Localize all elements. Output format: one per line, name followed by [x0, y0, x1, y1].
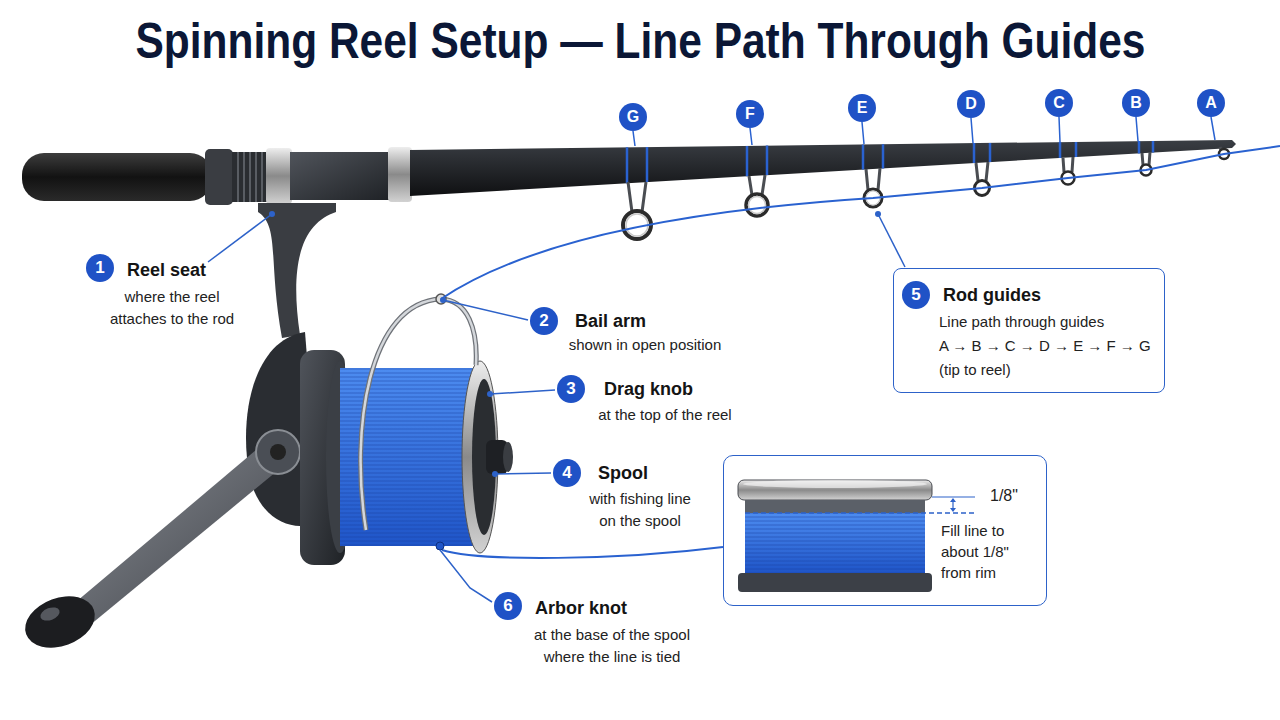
leader-line — [878, 214, 905, 267]
callout-number: 4 — [553, 459, 581, 487]
fill-dimension — [950, 498, 956, 512]
dimension-label: 1/8" — [990, 485, 1018, 507]
reel-body — [270, 444, 286, 460]
rod-handle — [232, 152, 268, 202]
drag-knob — [486, 440, 513, 474]
guide-letter: A — [1197, 89, 1225, 117]
fishing-line — [441, 146, 1280, 558]
callout-text: (tip to reel) — [939, 359, 1011, 381]
guide-stem — [633, 117, 1215, 146]
rod-handle — [388, 147, 412, 202]
inset-spool — [745, 513, 925, 573]
inset-spool — [745, 500, 925, 513]
inset-spool — [738, 480, 932, 592]
rod-handle — [290, 152, 390, 200]
arbor-knot — [436, 542, 444, 550]
arbor-knot — [436, 542, 444, 550]
part-name: Reel seat — [127, 259, 206, 281]
fill-dimension — [745, 512, 975, 514]
reel-body — [18, 587, 102, 657]
leader-line — [443, 300, 528, 320]
callout-number: 5 — [902, 281, 930, 309]
reel-body — [258, 203, 336, 338]
part-description: shown in open position — [545, 334, 745, 356]
inset-spool — [745, 513, 925, 573]
drag-knob — [503, 442, 513, 472]
rod-blank — [410, 140, 1236, 196]
part-description: where the reel attaches to the rod — [102, 286, 242, 330]
leader-line — [440, 550, 492, 602]
bail-arm — [361, 299, 477, 530]
fishing-line — [442, 547, 723, 558]
leader-line — [208, 214, 272, 262]
callout-number: 2 — [530, 307, 558, 335]
fill-dimension — [745, 497, 975, 513]
part-description: at the base of the spool where the line … — [523, 624, 701, 668]
rod-guide — [746, 194, 768, 216]
rod-handle — [205, 149, 233, 205]
rod-guide — [749, 197, 766, 214]
callout-box: 5 Rod guidesLine path through guidesA → B… — [893, 268, 1165, 393]
inset-spool — [743, 480, 927, 488]
callout-number: 3 — [557, 375, 585, 403]
part-description: at the top of the reel — [565, 404, 765, 426]
diagram-title: Spinning Reel Setup — Line Path Through … — [135, 10, 1145, 72]
part-name: Rod guides — [943, 284, 1041, 306]
inset-spool — [738, 480, 932, 500]
part-name: Bail arm — [575, 310, 646, 332]
callout-number: 1 — [86, 254, 114, 282]
rod-blank — [410, 140, 1236, 196]
guide-letter: F — [736, 100, 764, 128]
rod-handle — [22, 153, 212, 201]
title-bar: Spinning Reel Setup — Line Path Through … — [0, 10, 1280, 72]
leader-dot — [487, 391, 493, 397]
rod-handle — [266, 148, 292, 204]
rod-handle — [22, 147, 412, 205]
bail-arm — [361, 299, 477, 530]
callout-text: Line path through guides — [939, 311, 1104, 333]
rod-guide — [628, 147, 1221, 212]
guide-letter: E — [848, 94, 876, 122]
leader-dot — [269, 211, 881, 477]
rod-handle — [238, 152, 262, 202]
callout-number: 6 — [494, 592, 522, 620]
leader-line — [490, 390, 555, 394]
part-name: Spool — [598, 462, 648, 484]
part-name: Arbor knot — [535, 597, 627, 619]
reel-body — [64, 440, 288, 630]
reel-body — [18, 203, 345, 657]
leader-dot — [440, 297, 446, 303]
spool — [326, 361, 498, 553]
leader-dot — [269, 211, 275, 217]
part-name: Drag knob — [604, 378, 693, 400]
inset-spool — [738, 573, 932, 592]
leader-line — [495, 473, 551, 474]
fill-dimension — [932, 496, 975, 497]
reel-body — [39, 605, 62, 623]
guide-letter: D — [957, 90, 985, 118]
callout-text: A → B → C → D → E → F → G — [939, 335, 1151, 357]
guide-stem — [633, 117, 1215, 146]
inset-box: 1/8" Fill line to about 1/8" from rim — [723, 455, 1047, 606]
guide-letter: B — [1122, 89, 1150, 117]
part-description: with fishing line on the spool — [581, 488, 699, 532]
bail-arm — [361, 294, 477, 530]
guide-letter: G — [619, 103, 647, 131]
reel-body — [256, 430, 300, 474]
leader-dot — [875, 211, 881, 217]
guide-letter: C — [1045, 89, 1073, 117]
inset-note: Fill line to about 1/8" from rim — [941, 520, 1033, 583]
leader-dot — [492, 471, 498, 477]
